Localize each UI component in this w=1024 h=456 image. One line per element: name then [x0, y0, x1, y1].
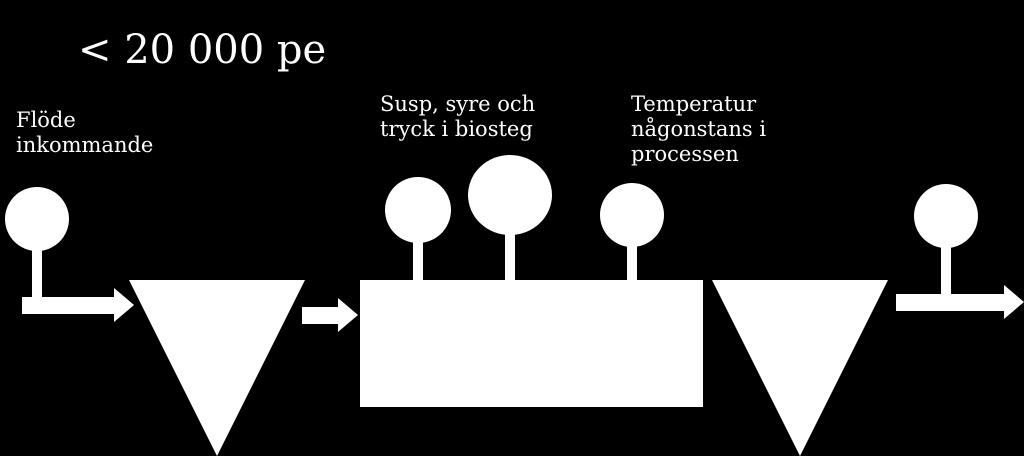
sensor-oxygen-pressure — [468, 155, 552, 235]
label-susp-line: Susp, syre och — [380, 92, 536, 116]
sensor-outflow — [914, 184, 978, 248]
label-inflow-line: inkommande — [16, 133, 154, 158]
label-temp-line: processen — [631, 142, 739, 167]
label-susp-line: tryck i biosteg — [380, 117, 533, 142]
sensor-inflow-stem — [32, 248, 42, 300]
label-susp-oxygen-pressure: Susp, syre och tryck i biosteg — [380, 92, 535, 142]
outflow-arrow-shaft — [896, 294, 1008, 311]
inflow-arrow-head — [114, 288, 134, 322]
sensor-temperature — [600, 183, 664, 247]
bio-step-basin — [360, 280, 703, 407]
bio-inlet-arrow-head — [338, 298, 358, 332]
sensor-temperature-stem — [627, 244, 637, 282]
primary-settler-tank — [129, 280, 305, 456]
sensor-inflow — [5, 187, 69, 251]
sensor-outflow-stem — [941, 244, 951, 296]
label-temp-line: Temperatur — [631, 92, 757, 116]
diagram-title: < 20 000 pe — [78, 27, 327, 73]
label-temp-line: någonstans i — [631, 117, 767, 142]
outflow-arrow-head — [1004, 285, 1024, 319]
sensor-oxygen-pressure-stem — [505, 232, 515, 282]
sensor-susp-stem — [413, 240, 423, 282]
secondary-settler-tank — [712, 280, 888, 456]
label-inflow: Flöde inkommande — [16, 108, 153, 158]
label-inflow-line: Flöde — [16, 108, 76, 132]
bio-inlet-arrow-shaft — [302, 307, 342, 324]
sensor-susp — [385, 177, 451, 243]
label-temperature: Temperatur någonstans i processen — [631, 92, 766, 168]
inflow-arrow-shaft — [22, 297, 118, 314]
